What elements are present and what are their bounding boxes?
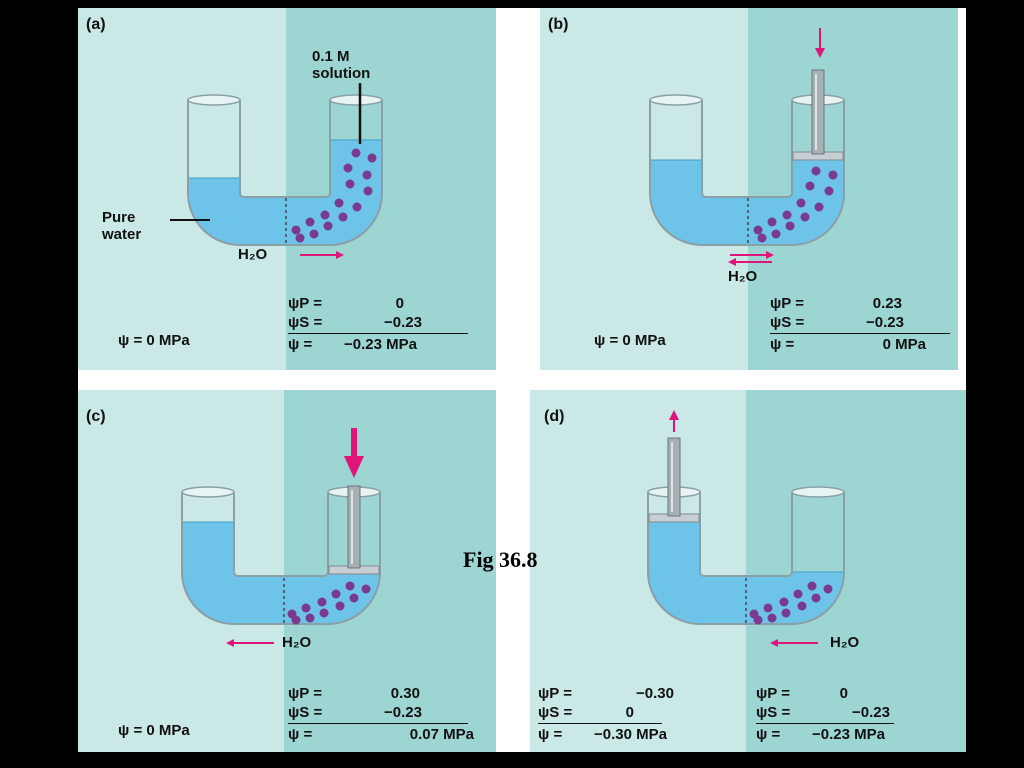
eq-value: 0: [395, 295, 404, 312]
solution-label: 0.1 M solution: [312, 48, 370, 82]
eq-symbol: ψS =: [288, 704, 323, 721]
panel-c-right-equations: ψP = 0.30 ψS = −0.23 ψ = 0.07 MPa: [288, 684, 488, 744]
eq-symbol: ψP =: [770, 295, 804, 312]
eq-row: ψS = −0.23: [288, 313, 488, 332]
panel-a-label: (a): [86, 16, 106, 33]
eq-value: −0.23 MPa: [812, 726, 885, 743]
eq-value: −0.30: [636, 685, 674, 702]
eq-symbol: ψS =: [538, 704, 573, 721]
panel-a-left-psi: ψ = 0 MPa: [118, 332, 190, 349]
eq-symbol: ψP =: [756, 685, 790, 702]
panel-d-left-equations: ψP = −0.30 ψS = 0 ψ = −0.30 MPa: [538, 684, 744, 744]
eq-symbol: ψ =: [288, 726, 313, 743]
eq-row: ψ = −0.23 MPa: [288, 335, 488, 354]
eq-symbol: ψP =: [538, 685, 572, 702]
panel-c-left-psi: ψ = 0 MPa: [118, 722, 190, 739]
eq-value: 0: [625, 704, 634, 721]
eq-row: ψS = 0: [538, 703, 744, 722]
panel-c: (c) H₂O ψ = 0 MPa ψP = 0.30 ψS = −0.23 ψ =…: [78, 390, 496, 752]
eq-divider: [288, 723, 468, 724]
eq-row: ψ = −0.30 MPa: [538, 725, 744, 744]
eq-row: ψS = −0.23: [288, 703, 488, 722]
panel-b-flow-label: H₂O: [728, 268, 758, 285]
eq-symbol: ψP =: [288, 685, 322, 702]
eq-row: ψS = −0.23: [756, 703, 962, 722]
solution-word: solution: [312, 65, 371, 82]
eq-row: ψP = 0: [756, 684, 962, 703]
eq-row: ψS = −0.23: [770, 313, 954, 332]
panel-d-right-equations: ψP = 0 ψS = −0.23 ψ = −0.23 MPa: [756, 684, 962, 744]
panel-a: (a) 0.1 M solution Pure water H₂O ψ = 0 …: [78, 8, 496, 370]
eq-divider: [770, 333, 950, 334]
panel-a-diagram: [78, 8, 496, 370]
eq-symbol: ψS =: [288, 314, 323, 331]
eq-value: 0 MPa: [882, 336, 926, 353]
panel-b: (b) H₂O ψ = 0 MPa ψP = 0.23 ψS = −0.23 ψ =…: [540, 8, 958, 370]
eq-divider: [756, 723, 894, 724]
eq-symbol: ψ =: [288, 336, 313, 353]
panel-a-flow-label: H₂O: [238, 246, 268, 263]
eq-value: −0.23: [866, 314, 904, 331]
panel-d-flow-label: H₂O: [830, 634, 860, 651]
eq-value: 0.30: [390, 685, 420, 702]
panel-c-flow-label: H₂O: [282, 634, 312, 651]
eq-divider: [288, 333, 468, 334]
panel-b-left-psi: ψ = 0 MPa: [594, 332, 666, 349]
eq-row: ψP = 0.30: [288, 684, 488, 703]
pure-word: Pure: [102, 209, 136, 226]
eq-symbol: ψS =: [756, 704, 791, 721]
eq-row: ψ = −0.23 MPa: [756, 725, 962, 744]
panel-c-label: (c): [86, 408, 106, 425]
panel-b-label: (b): [548, 16, 569, 33]
panel-a-right-equations: ψP = 0 ψS = −0.23 ψ = −0.23 MPa: [288, 294, 488, 354]
pure-water-label: Pure water: [102, 209, 141, 243]
eq-value: −0.23: [384, 314, 422, 331]
slide: (a) 0.1 M solution Pure water H₂O ψ = 0 …: [78, 8, 966, 752]
eq-symbol: ψ =: [756, 726, 781, 743]
solution-concentration: 0.1 M: [312, 48, 350, 65]
water-word: water: [102, 226, 142, 243]
eq-symbol: ψ =: [770, 336, 795, 353]
panel-b-diagram: [540, 8, 958, 370]
eq-value: −0.30 MPa: [594, 726, 667, 743]
panel-d-diagram: [530, 390, 966, 752]
eq-row: ψP = 0: [288, 294, 488, 313]
eq-divider: [538, 723, 662, 724]
eq-symbol: ψP =: [288, 295, 322, 312]
eq-value: −0.23: [852, 704, 890, 721]
eq-value: −0.23 MPa: [344, 336, 417, 353]
eq-value: −0.23: [384, 704, 422, 721]
eq-value: 0.23: [872, 295, 902, 312]
panel-b-right-equations: ψP = 0.23 ψS = −0.23 ψ = 0 MPa: [770, 294, 954, 354]
eq-value: 0.07 MPa: [409, 726, 474, 743]
figure-caption: Fig 36.8: [463, 547, 538, 572]
panel-c-diagram: [78, 390, 496, 752]
eq-row: ψP = −0.30: [538, 684, 744, 703]
panel-d: (d) H₂O ψP = −0.30 ψS = 0 ψ = −0.30 MPa ψP …: [530, 390, 966, 752]
panel-d-label: (d): [544, 408, 565, 425]
eq-symbol: ψ =: [538, 726, 563, 743]
eq-row: ψP = 0.23: [770, 294, 954, 313]
eq-row: ψ = 0 MPa: [770, 335, 954, 354]
eq-row: ψ = 0.07 MPa: [288, 725, 488, 744]
eq-symbol: ψS =: [770, 314, 805, 331]
eq-value: 0: [839, 685, 848, 702]
